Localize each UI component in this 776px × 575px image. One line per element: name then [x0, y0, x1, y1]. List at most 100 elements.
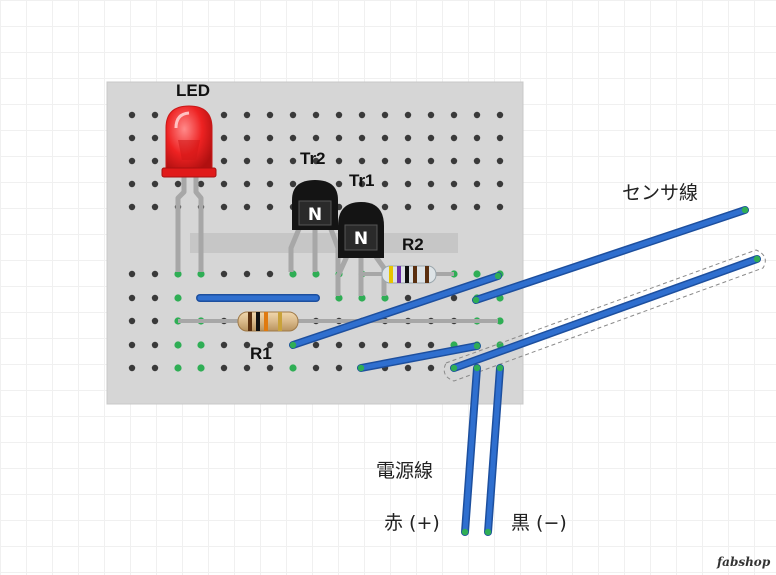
hole — [289, 157, 297, 165]
connected-hole — [335, 294, 343, 302]
power-wire-1[interactable] — [357, 342, 481, 372]
hole — [220, 364, 228, 372]
tr2-type-label: N — [308, 205, 322, 225]
led[interactable] — [161, 105, 217, 272]
hole — [473, 111, 481, 119]
hole — [220, 157, 228, 165]
hole — [427, 203, 435, 211]
wire-end — [472, 296, 480, 304]
hole — [496, 134, 504, 142]
led-lead-left — [175, 172, 187, 272]
r2-label: R2 — [402, 235, 424, 254]
led-die — [178, 140, 200, 160]
hole — [289, 180, 297, 188]
tr1-lead-1 — [335, 252, 351, 296]
hole — [404, 364, 412, 372]
tr1-type-label: N — [354, 229, 368, 249]
external-wires — [289, 206, 761, 536]
hole — [128, 111, 136, 119]
connected-hole — [312, 270, 320, 278]
hole — [404, 203, 412, 211]
hole — [335, 364, 343, 372]
hole — [450, 180, 458, 188]
hole — [496, 111, 504, 119]
sensor-wire-2[interactable] — [289, 272, 502, 349]
hole — [151, 294, 159, 302]
transistor-tr2[interactable]: N — [288, 180, 341, 272]
hole — [381, 111, 389, 119]
r1-band-2 — [256, 312, 260, 331]
connected-hole — [174, 294, 182, 302]
connected-hole — [289, 270, 297, 278]
hole — [220, 180, 228, 188]
hole — [358, 341, 366, 349]
connected-hole — [174, 341, 182, 349]
wire-end — [484, 528, 492, 536]
power-wire-label: 電源線 — [376, 460, 433, 482]
black-minus-label: 黒 (−) — [511, 512, 567, 534]
hole — [151, 111, 159, 119]
hole — [335, 180, 343, 188]
led-body — [165, 105, 213, 173]
hole — [404, 180, 412, 188]
power-wire-red[interactable] — [461, 364, 481, 536]
hole — [496, 203, 504, 211]
hole — [151, 203, 159, 211]
hole — [151, 270, 159, 278]
led-label: LED — [176, 81, 210, 100]
resistor-r2[interactable] — [361, 265, 454, 284]
hole — [128, 203, 136, 211]
wire-end — [289, 341, 297, 349]
hole — [243, 203, 251, 211]
r1-label: R1 — [250, 344, 272, 363]
power-wire-black[interactable] — [484, 364, 504, 536]
hole — [266, 270, 274, 278]
led-rim — [161, 167, 217, 178]
hole — [381, 203, 389, 211]
hole — [450, 294, 458, 302]
sensor-wire-1[interactable] — [472, 206, 749, 304]
hole — [266, 134, 274, 142]
hole — [266, 180, 274, 188]
hole — [243, 157, 251, 165]
hole — [128, 180, 136, 188]
hole — [243, 111, 251, 119]
hole — [427, 341, 435, 349]
hole — [128, 294, 136, 302]
hole — [266, 341, 274, 349]
hole — [381, 157, 389, 165]
connected-hole — [289, 364, 297, 372]
hole — [473, 203, 481, 211]
resistor-r1[interactable] — [178, 311, 498, 332]
hole — [450, 157, 458, 165]
tr1-label: Tr1 — [349, 171, 375, 190]
tr2-lead-1 — [288, 223, 304, 272]
hole — [335, 111, 343, 119]
hole — [266, 364, 274, 372]
hole — [427, 157, 435, 165]
tr2-label: Tr2 — [300, 149, 326, 168]
hole — [128, 364, 136, 372]
tr1-mark — [344, 224, 378, 251]
r2-band-4 — [413, 266, 417, 283]
r2-band-1 — [389, 266, 393, 283]
power-wire-2[interactable] — [450, 255, 761, 372]
hole — [335, 341, 343, 349]
hole — [404, 111, 412, 119]
wire-end — [357, 364, 365, 372]
hole — [266, 111, 274, 119]
hole — [358, 111, 366, 119]
wire-end — [741, 206, 749, 214]
hole — [243, 180, 251, 188]
hole — [450, 203, 458, 211]
hole — [243, 341, 251, 349]
hole — [381, 341, 389, 349]
hole — [174, 180, 182, 188]
hole — [450, 111, 458, 119]
hole — [289, 134, 297, 142]
hole — [289, 111, 297, 119]
wire-end — [473, 342, 481, 350]
r2-band-2 — [397, 266, 401, 283]
hole — [427, 364, 435, 372]
center-channel — [190, 233, 458, 253]
